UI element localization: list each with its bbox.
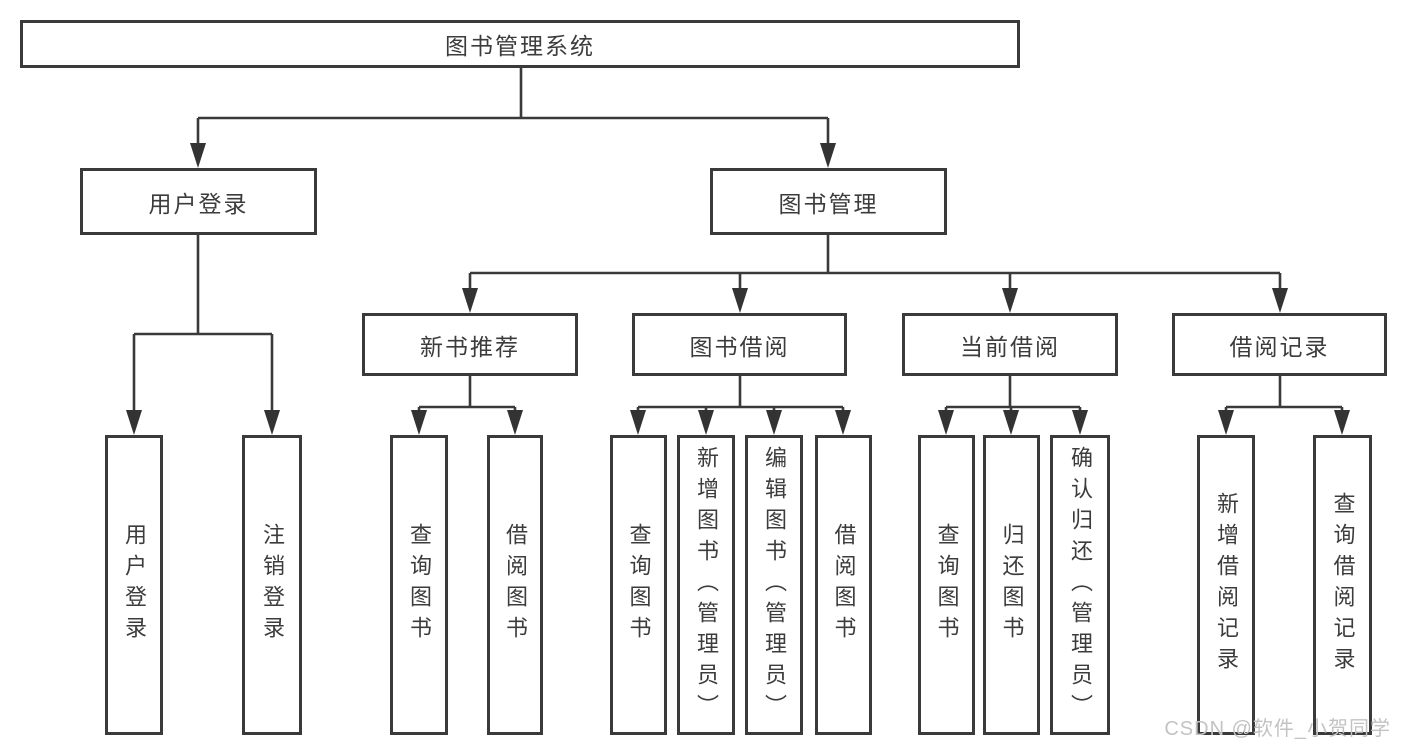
leaf-label: 新增图书（管理员） [694,445,719,725]
node-leaf-logout: 注销登录 [242,435,302,735]
leaf-label: 确认归还（管理员） [1068,445,1093,725]
connector-module-recommend-split [411,376,523,435]
node-leaf-query-borrow-record: 查询借阅记录 [1313,435,1372,735]
node-user-login-branch: 用户登录 [80,168,317,235]
leaf-label: 注销登录 [260,523,285,647]
connector-management-split [462,235,1288,313]
node-leaf-return-books: 归还图书 [983,435,1040,735]
connector-module-current-split [938,376,1088,435]
node-leaf-borrow-books: 借阅图书 [815,435,872,735]
node-leaf-confirm-return-admin: 确认归还（管理员） [1050,435,1110,735]
connector-login-split [126,235,280,435]
leaf-label: 借阅图书 [503,523,528,647]
node-leaf-query-books-recommend: 查询图书 [390,435,448,735]
node-module-borrow-records: 借阅记录 [1172,313,1387,376]
leaf-label: 用户登录 [122,523,147,647]
node-module-current-borrow: 当前借阅 [902,313,1118,376]
leaf-label: 编辑图书（管理员） [762,445,787,725]
node-leaf-add-books-admin: 新增图书（管理员） [677,435,735,735]
node-leaf-borrow-books-recommend: 借阅图书 [487,435,543,735]
leaf-label: 查询借阅记录 [1330,492,1356,678]
node-module-book-borrow: 图书借阅 [632,313,847,376]
csdn-watermark: CSDN @软件_小贺同学 [1164,718,1391,740]
node-book-management-branch: 图书管理 [710,168,947,235]
connector-module-borrow-split [630,376,851,435]
leaf-label: 借阅图书 [831,523,857,647]
leaf-label: 查询图书 [626,523,652,647]
node-leaf-query-books-borrow: 查询图书 [610,435,667,735]
node-leaf-add-borrow-record: 新增借阅记录 [1197,435,1255,735]
node-root-system: 图书管理系统 [20,20,1020,68]
connector-root-split [190,68,836,168]
leaf-label: 归还图书 [999,523,1025,647]
leaf-label: 查询图书 [934,523,960,647]
node-leaf-edit-books-admin: 编辑图书（管理员） [745,435,803,735]
connector-module-records-split [1218,376,1350,435]
node-leaf-query-books-current: 查询图书 [918,435,975,735]
node-module-new-book-recommend: 新书推荐 [362,313,578,376]
node-leaf-user-login: 用户登录 [105,435,163,735]
leaf-label: 新增借阅记录 [1214,492,1239,678]
leaf-label: 查询图书 [407,523,432,647]
